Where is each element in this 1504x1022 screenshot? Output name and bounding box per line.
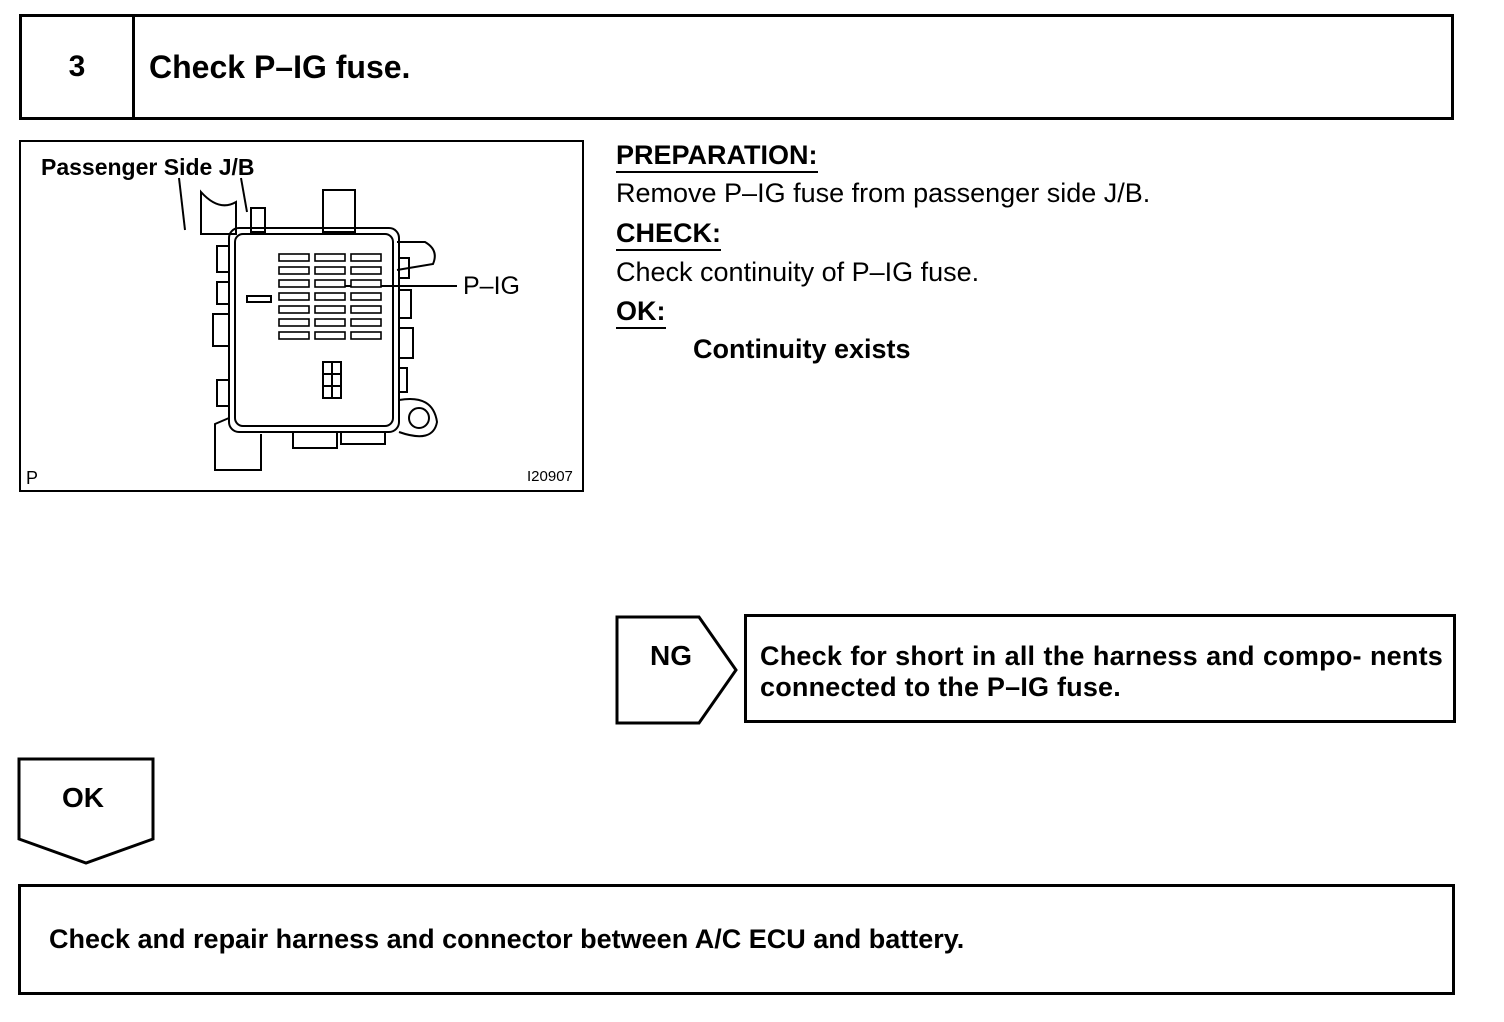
- ng-action-box: Check for short in all the harness and c…: [744, 614, 1456, 723]
- check-heading: CHECK:: [616, 218, 721, 251]
- junction-block-drawing: [178, 177, 457, 471]
- check-text: Check continuity of P–IG fuse.: [616, 257, 980, 287]
- junction-block-figure: Passenger Side J/B P–IG P I20907: [19, 140, 584, 492]
- preparation-text: Remove P–IG fuse from passenger side J/B…: [616, 178, 1151, 208]
- step-header: 3 Check P–IG fuse.: [19, 14, 1454, 120]
- step-number: 3: [22, 17, 135, 117]
- ok-heading: OK:: [616, 296, 666, 329]
- figure-code-left: P: [26, 468, 39, 488]
- ok-arrow-shape: [17, 757, 155, 865]
- figure-code-right: I20907: [527, 468, 573, 485]
- figure-title: Passenger Side J/B: [41, 154, 255, 180]
- p-ig-callout-label: P–IG: [463, 272, 520, 300]
- result-action-box: Check and repair harness and connector b…: [18, 884, 1455, 995]
- ng-label: NG: [650, 640, 692, 671]
- ok-criteria-text: Continuity exists: [693, 334, 911, 364]
- ok-branch-label: OK: [62, 782, 104, 813]
- ng-arrow-shape: [615, 615, 738, 725]
- preparation-heading: PREPARATION:: [616, 140, 818, 173]
- step-title: Check P–IG fuse.: [149, 48, 411, 85]
